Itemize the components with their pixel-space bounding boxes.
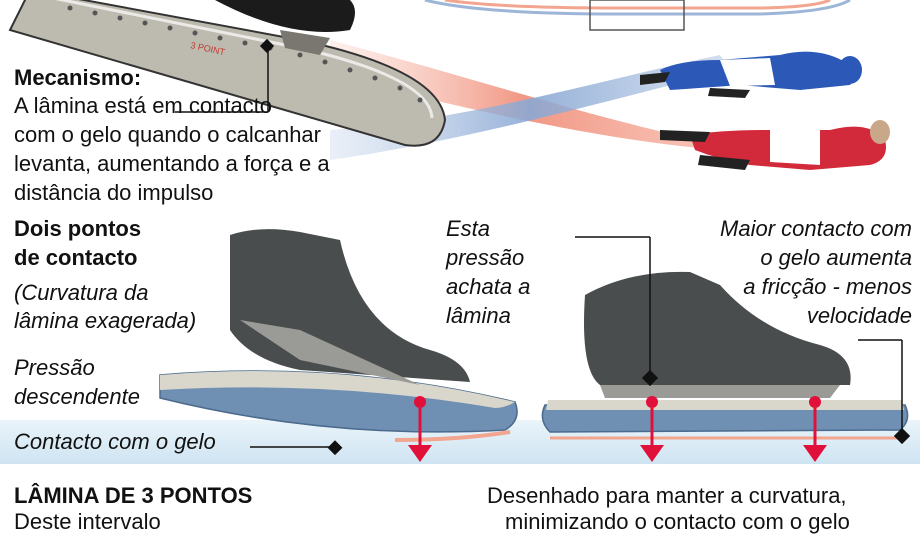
ice-contact-label: Contacto com o gelo <box>14 429 216 454</box>
skater-red <box>660 120 890 170</box>
middle-note-1: Esta <box>446 216 491 241</box>
bottom-left-sub: Deste intervalo <box>14 509 161 534</box>
left-skate <box>159 229 518 442</box>
mechanism-line-3: levanta, aumentando a força e a <box>14 151 330 176</box>
mechanism-line-2: com o gelo quando o calcanhar <box>14 122 321 147</box>
middle-note-4: lâmina <box>446 303 511 328</box>
illustration-canvas: 3 POINT <box>0 0 920 464</box>
skater-blue <box>640 51 862 98</box>
right-note-3: a fricção - menos <box>743 274 912 299</box>
pressure-label-1: Pressão <box>14 355 95 380</box>
right-note-4: velocidade <box>806 303 912 328</box>
bottom-right-line-2: minimizando o contacto com o gelo <box>505 509 850 534</box>
two-points-title-2: de contacto <box>14 245 138 270</box>
pressure-label-2: descendente <box>14 384 140 409</box>
middle-note-3: achata a <box>446 274 531 299</box>
mechanism-line-4: distância do impulso <box>14 180 214 205</box>
red-swoosh <box>330 40 720 150</box>
top-blade <box>8 0 447 147</box>
bottom-left-title: LÂMINA DE 3 PONTOS <box>14 483 253 508</box>
two-points-note-2: lâmina exagerada) <box>14 308 197 333</box>
right-note-1: Maior contacto com <box>720 216 912 241</box>
two-points-note-1: (Curvatura da <box>14 280 149 305</box>
pressure-markers <box>408 396 827 462</box>
middle-note-2: pressão <box>446 245 525 270</box>
two-points-title-1: Dois pontos <box>14 216 142 241</box>
mechanism-line-1: A lâmina está em contacto <box>14 93 273 118</box>
mechanism-title: Mecanismo: <box>14 65 142 90</box>
bottom-right-line-1: Desenhado para manter a curvatura, <box>487 483 847 508</box>
rink-top-fragment <box>424 0 851 31</box>
right-note-2: o gelo aumenta <box>760 245 912 270</box>
